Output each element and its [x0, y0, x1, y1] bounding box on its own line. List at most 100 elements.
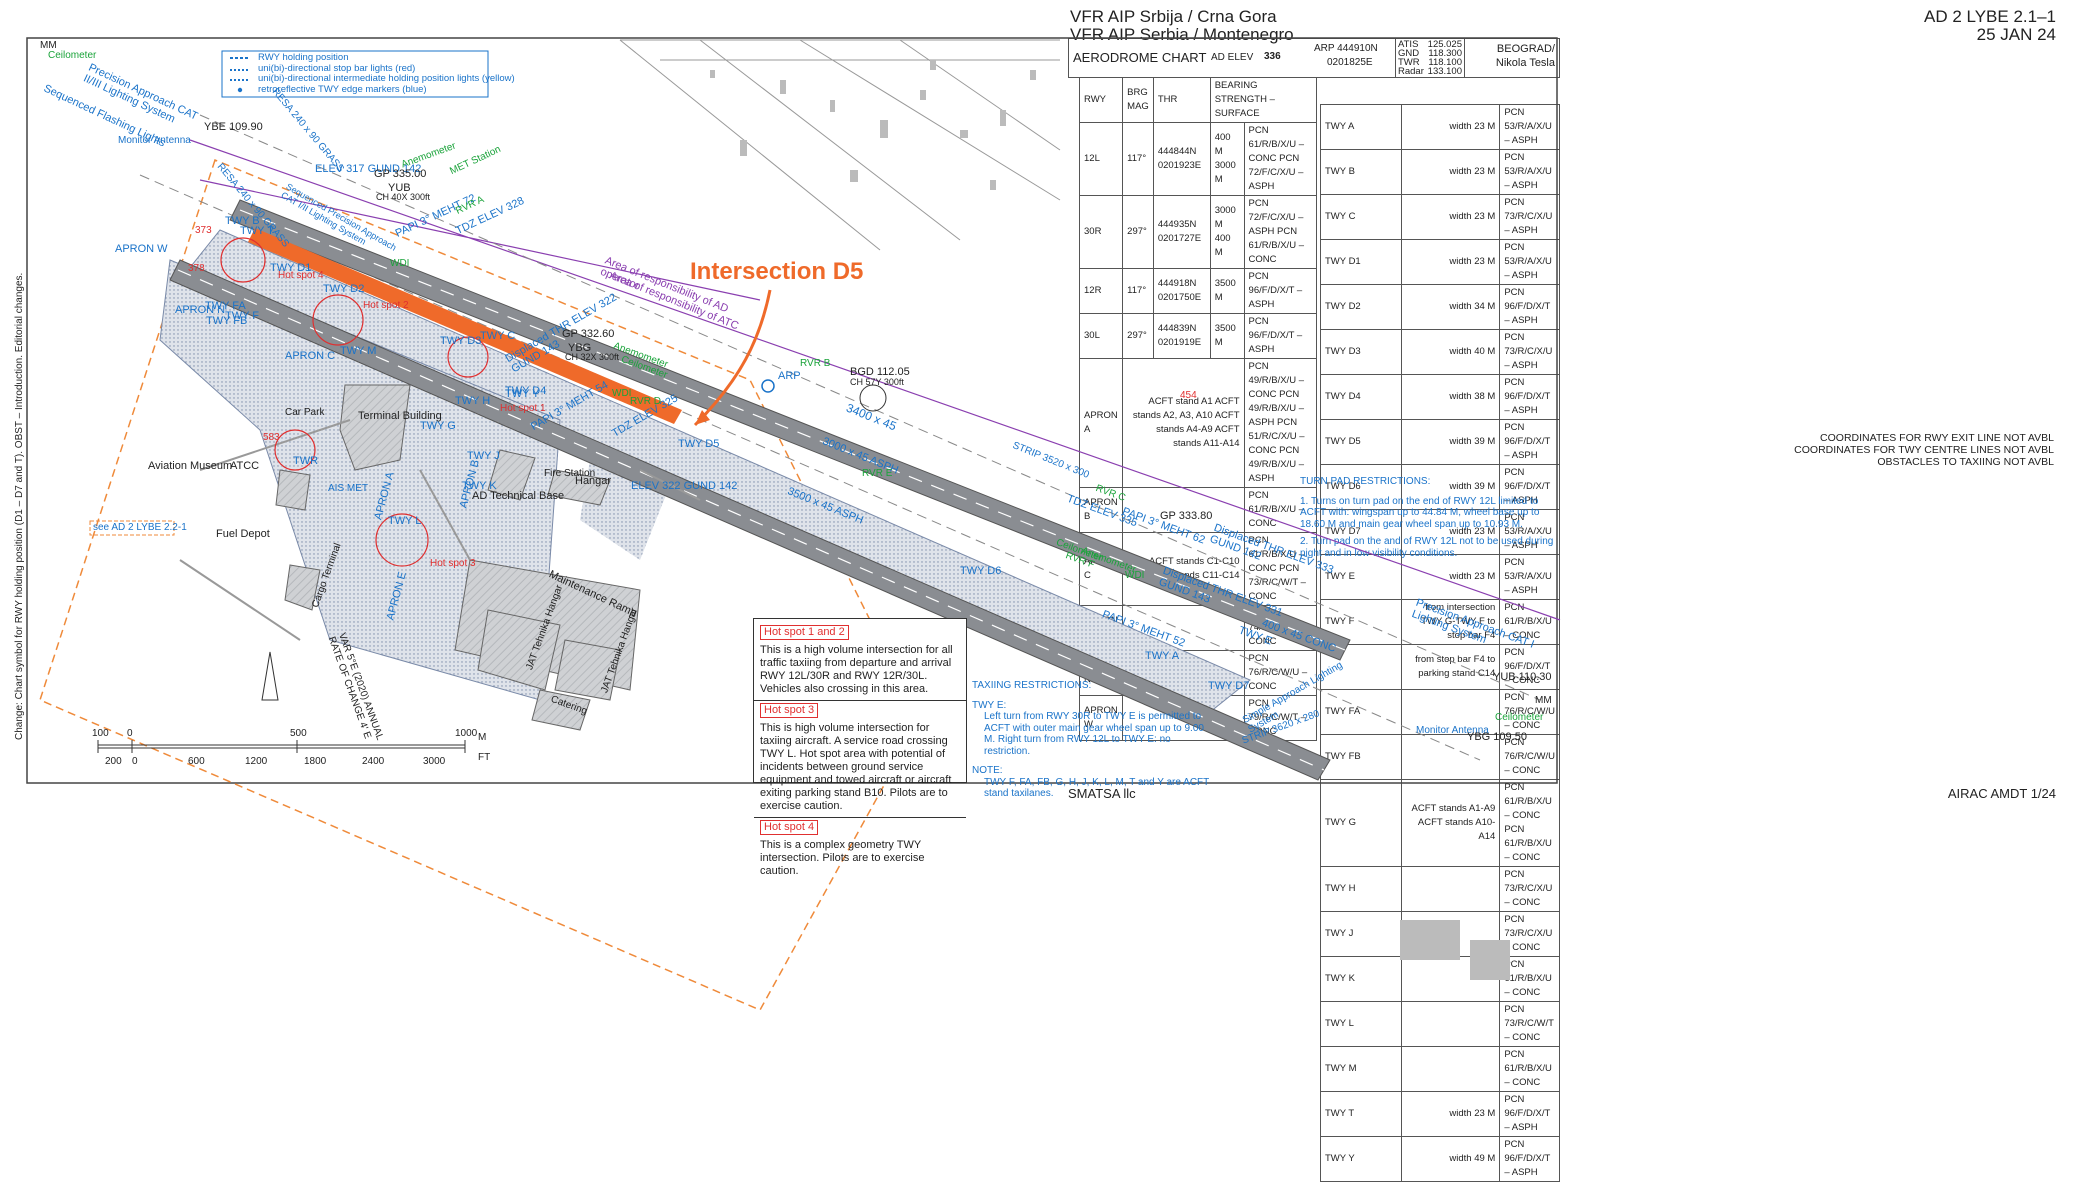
hotspot-circle-2 [312, 294, 364, 346]
annotation-arrow [693, 289, 772, 427]
footer-right: AIRAC AMDT 1/24 [1947, 786, 2056, 801]
twy-label: TWY D3 [440, 335, 482, 347]
map-label-wdi2: WDI [612, 388, 632, 399]
ad-elev-label: AD ELEV [1211, 52, 1254, 63]
taxiing-restrictions: TAXIING RESTRICTIONS: TWY E: Left turn f… [972, 680, 1210, 799]
hotspot-circles [220, 237, 489, 567]
map-label-ybg-ch: CH 32X 300ft [565, 352, 620, 362]
twy-label: TWY D1 [270, 262, 312, 274]
doc-ref: AD 2 LYBE 2.1–1 25 JAN 24 [1924, 8, 2056, 44]
hotspot-1-2-title: Hot spot 1 and 2 [760, 625, 849, 640]
map-label-hot1: Hot spot 1 [500, 403, 546, 414]
map-label-n583: 583 [263, 432, 280, 443]
scale-m-label: 500 [290, 728, 307, 739]
twy-label: TWY C [480, 330, 516, 342]
scale-unit: FT [478, 752, 491, 763]
turn-pad-item1: 1. Turns on turn pad on the end of RWY 1… [1300, 495, 1540, 530]
map-label-apron-w: APRON W [115, 243, 168, 255]
map-label-twr: TWR [293, 455, 319, 467]
hotspot-circle-3 [375, 513, 429, 567]
map-label-rvr-e: RVR E [862, 468, 893, 479]
turn-pad-restrictions: TURN PAD RESTRICTIONS: 1. Turns on turn … [1300, 476, 1555, 559]
annotation-label: Intersection D5 [690, 258, 864, 285]
scale-ft-label: 1800 [304, 756, 327, 767]
apron-label: APRON C [285, 350, 336, 362]
runway-centerline-2 [177, 269, 1325, 771]
map-label-elev322: ELEV 322 GUND 142 [631, 480, 738, 492]
legend-item-intermediate: uni(bi)-directional intermediate holding… [258, 73, 515, 84]
twy-label: TWY L [388, 515, 422, 527]
arp-line2: 0201825E [1327, 57, 1373, 68]
change-note: Change: Chart symbol for RWY holding pos… [14, 272, 25, 740]
map-label-hot3: Hot spot 3 [430, 558, 476, 569]
map-label-ais: AIS MET [328, 483, 369, 494]
twy-label: TWY G [420, 420, 456, 432]
map-label-elev317: ELEV 317 GUND 142 [315, 163, 422, 175]
hotspot-circle-1 [447, 336, 489, 378]
buildings [275, 384, 641, 731]
map-frame [26, 37, 1558, 784]
rwy-table-header: RWY BRG MAG THR BEARING STRENGTH – SURFA… [1078, 77, 1318, 123]
legend-box [221, 50, 489, 98]
legend-item-markers: retroreflective TWY edge markers (blue) [258, 83, 427, 95]
scale-m-label: 1000 [455, 728, 478, 739]
map-label-yub110: YUB 110.30 [1493, 671, 1552, 683]
chart-title-bar: AERODROME CHART AD ELEV 336 ARP 444910N … [1068, 38, 1560, 78]
scale-m-label: 100 [92, 728, 109, 739]
turn-pad-title: TURN PAD RESTRICTIONS: [1300, 476, 1431, 487]
map-label-hot2: Hot spot 2 [363, 300, 409, 311]
legend: RWY holding position uni(bi)-directional… [258, 52, 515, 95]
map-label-n454: 454 [1180, 390, 1197, 401]
map-label-car-park: Car Park [285, 407, 325, 418]
apron-label: APRON N [175, 304, 226, 316]
twy-label: TWY H [455, 395, 491, 407]
map-label-see-ad: see AD 2 LYBE 2.2-1 [93, 522, 187, 533]
map-label-gp332: GP 332.60 [562, 328, 615, 340]
twy-label: TWY F [225, 310, 260, 322]
area-responsibility-line [189, 139, 1561, 621]
hotspot-4-title: Hot spot 4 [760, 820, 819, 835]
vor-symbol [859, 384, 887, 412]
map-label-rvr-d: RVR D [630, 396, 661, 407]
map-label-ybg109: YBG 109.50 [1467, 731, 1527, 743]
map-label-ad-tech: AD Technical Base [472, 490, 565, 502]
twy-label: TWY M [340, 345, 377, 357]
map-label-fuel: Fuel Depot [216, 528, 270, 540]
map-label-n373: 373 [195, 225, 212, 236]
legend-item-holding: RWY holding position [258, 52, 349, 63]
turn-pad-item2: 2. Turn pad on the and of RWY 12L not to… [1300, 536, 1554, 559]
twy-label: TWY Y [505, 388, 540, 400]
map-label-n378: 378 [188, 263, 205, 274]
twy-label: TWY FA [205, 300, 246, 312]
arp-line1: ARP 444910N [1314, 43, 1378, 54]
terminal-building [339, 384, 411, 471]
highlight-runway-section [248, 228, 682, 424]
footer-left: SMATSA llc [1068, 786, 1136, 801]
city-line1: BEOGRAD/ [1496, 43, 1555, 55]
scale-ft-label: 1200 [245, 756, 268, 767]
scale-ft-label: 2400 [362, 756, 385, 767]
map-label-hangar: Hangar [575, 475, 612, 487]
coord-notes: COORDINATES FOR RWY EXIT LINE NOT AVBL C… [1794, 432, 2054, 468]
map-label-rvr-b: RVR B [800, 358, 831, 369]
hotspot-1-2-text: This is a high volume intersection for a… [760, 644, 953, 695]
apron-surface [159, 259, 561, 701]
map-label-fire: Fire Station [544, 468, 596, 479]
hotspot-circle-museum [274, 429, 316, 471]
twy-label: TWY T [240, 225, 274, 237]
twy-label: TWY D6 [960, 565, 1002, 577]
map-label-mm1: MM [40, 40, 57, 51]
